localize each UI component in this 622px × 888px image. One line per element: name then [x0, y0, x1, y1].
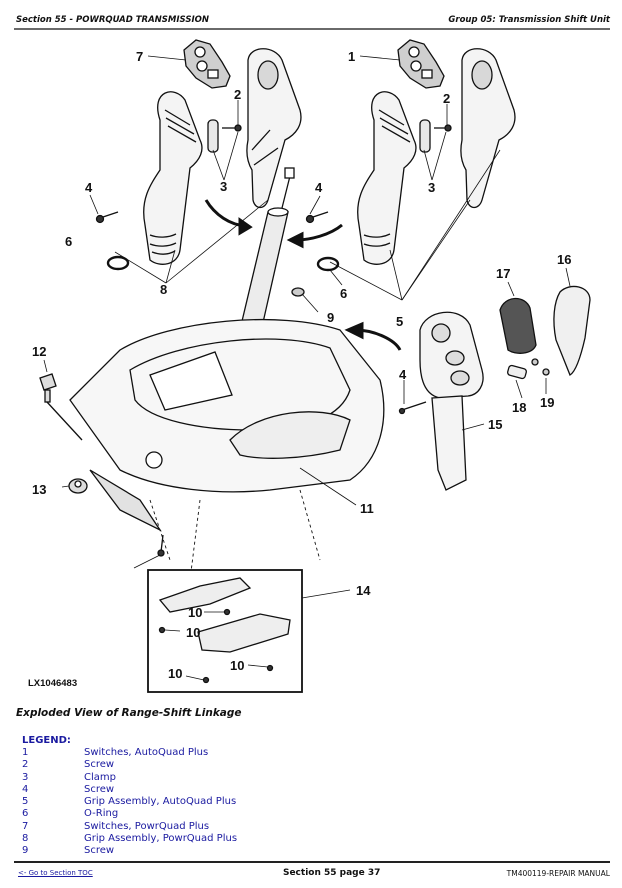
legend-number: 6	[22, 808, 29, 820]
screw-2-left	[222, 124, 242, 132]
screw-2-lower	[157, 534, 165, 557]
legend-item: 4 Screw	[22, 784, 237, 796]
section-title: Section 55 - POWRQUAD TRANSMISSION	[16, 15, 209, 25]
header-divider	[14, 28, 610, 30]
screw-4-right	[398, 401, 427, 415]
cover-16	[553, 285, 591, 376]
go-to-section-toc-link[interactable]: <- Go to Section TOC	[18, 869, 93, 877]
callout-4-left: 4	[85, 180, 93, 195]
legend-item: 5 Grip Assembly, AutoQuad Plus	[22, 796, 237, 808]
callout-16: 16	[557, 252, 571, 267]
legend-number: 3	[22, 771, 29, 783]
legend-number: 4	[22, 783, 29, 795]
callout-7: 7	[136, 49, 143, 64]
callout-2-right: 2	[443, 91, 450, 106]
o-ring-left	[106, 255, 130, 271]
legend-number: 8	[22, 833, 29, 845]
callout-10-b: 10	[186, 625, 200, 640]
inset-box-bracket	[147, 569, 303, 693]
legend-number: 5	[22, 796, 29, 808]
legend-number: 9	[22, 845, 29, 857]
grip-assembly-15	[419, 311, 484, 491]
callout-12: 12	[32, 344, 46, 359]
legend-number: 1	[22, 747, 29, 758]
legend-item: 7 Switches, PowrQuad Plus	[22, 821, 237, 833]
figure-id: LX1046483	[28, 678, 78, 689]
callout-9: 9	[327, 310, 334, 325]
legend-item: 8 Grip Assembly, PowrQuad Plus	[22, 833, 237, 845]
grip-half-front-right	[460, 48, 516, 209]
callout-3: 3	[220, 179, 227, 194]
legend-number: 7	[22, 820, 29, 832]
legend-item: 6 O-Ring	[22, 808, 237, 820]
callout-6-left: 6	[65, 234, 72, 249]
switches-autoquad-part	[397, 39, 445, 89]
callout-14: 14	[356, 583, 371, 598]
legend-title: LEGEND:	[22, 735, 71, 746]
bolt-12	[39, 373, 83, 441]
callout-10-a: 10	[188, 605, 202, 620]
screw-4-center	[305, 211, 329, 224]
callout-2: 2	[234, 87, 241, 102]
legend-item: 1 Switches, AutoQuad Plus	[22, 747, 237, 759]
leader-lines	[43, 55, 571, 681]
callout-6-center: 6	[340, 286, 347, 301]
exploded-view-diagram: 7 1 2 2 3 3 4 4 4 5 6 6 8 9 10 10 10 10 …	[32, 39, 591, 693]
nut-13	[68, 478, 88, 494]
console-housing	[69, 318, 385, 581]
legend-description: Switches, PowrQuad Plus	[84, 820, 210, 832]
callout-3-right: 3	[428, 180, 435, 195]
legend-description: Switches, AutoQuad Plus	[84, 747, 209, 758]
legend-item: 9 Screw	[22, 845, 237, 857]
legend-description: O-Ring	[84, 808, 119, 820]
callout-10-c: 10	[168, 666, 182, 681]
callout-4-right: 4	[399, 367, 407, 382]
group-title: Group 05: Transmission Shift Unit	[448, 15, 610, 25]
screws-19	[531, 358, 550, 376]
figure-caption: Exploded View of Range-Shift Linkage	[16, 707, 242, 719]
screw-4-left	[95, 211, 119, 224]
page-header: Section 55 - POWRQUAD TRANSMISSION Group…	[16, 12, 610, 28]
legend-description: Grip Assembly, PowrQuad Plus	[84, 833, 238, 845]
switches-powrquad-part	[183, 39, 231, 89]
callout-11: 11	[360, 501, 374, 516]
o-ring-center	[316, 256, 340, 272]
callout-4-center: 4	[315, 180, 323, 195]
callout-15: 15	[488, 417, 502, 432]
legend-number: 2	[22, 759, 29, 771]
page-footer: <- Go to Section TOC Section 55 page 37 …	[18, 866, 610, 880]
callout-19: 19	[540, 395, 554, 410]
legend-description: Grip Assembly, AutoQuad Plus	[84, 796, 237, 808]
assembly-arrows	[204, 199, 402, 351]
callout-1: 1	[348, 49, 355, 64]
callout-5: 5	[396, 314, 403, 329]
manual-id: TM400119-REPAIR MANUAL	[506, 868, 610, 878]
legend-description: Screw	[84, 759, 115, 771]
callout-8: 8	[160, 282, 167, 297]
legend-description: Screw	[84, 845, 115, 857]
callout-18: 18	[512, 400, 526, 415]
switch-module-17	[499, 297, 537, 354]
plate-18	[507, 364, 527, 380]
clamp-left	[207, 119, 219, 153]
grip-half-front-left	[246, 48, 302, 209]
callout-10-d: 10	[230, 658, 244, 673]
callout-17: 17	[496, 266, 510, 281]
legend-description: Screw	[84, 783, 115, 795]
grip-half-rear-right	[357, 91, 417, 265]
page-number: Section 55 page 37	[282, 868, 381, 878]
callout-13: 13	[32, 482, 46, 497]
grip-half-rear-left	[143, 91, 203, 265]
legend-description: Clamp	[84, 771, 116, 783]
screw-9	[291, 287, 305, 297]
footer-divider	[14, 861, 610, 863]
legend-item: 3 Clamp	[22, 772, 237, 784]
legend-item: 2 Screw	[22, 759, 237, 771]
clamp-right	[419, 119, 452, 153]
